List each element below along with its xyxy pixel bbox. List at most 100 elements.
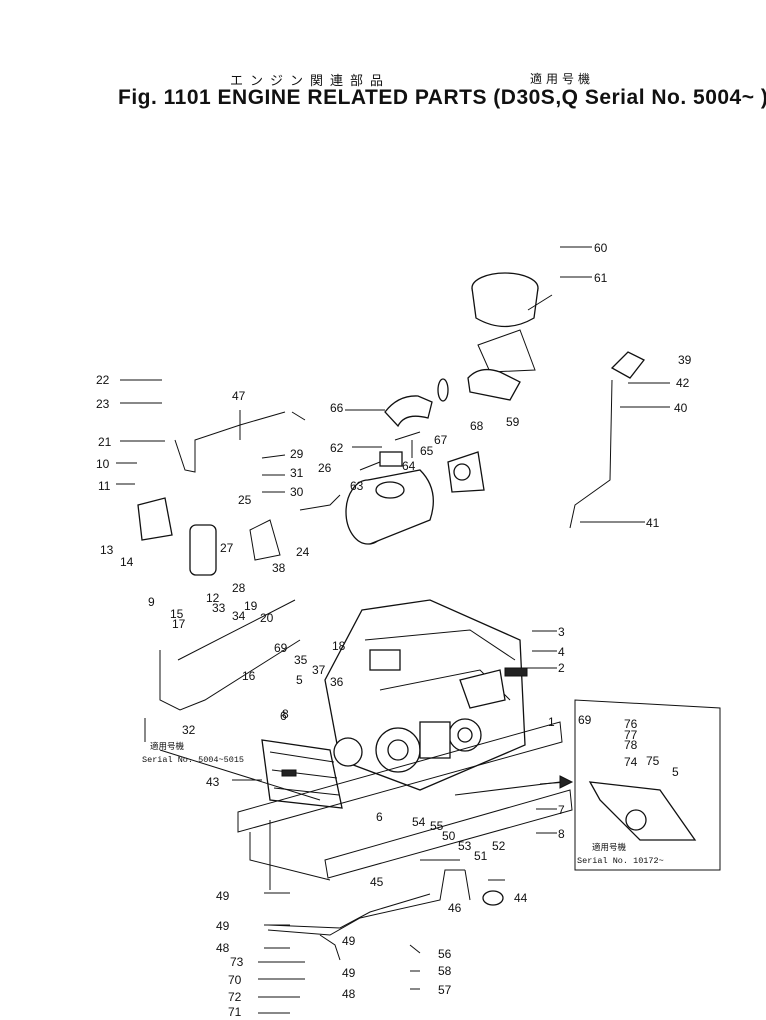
- part-label-27: 27: [220, 541, 234, 555]
- part-label-51: 51: [474, 849, 488, 863]
- part-label-54: 54: [412, 815, 426, 829]
- part-label-41: 41: [646, 516, 660, 530]
- part-label-12: 12: [206, 591, 220, 605]
- note-left-serial: Serial No. 5004~5015: [142, 755, 244, 765]
- part-label-15: 15: [170, 607, 184, 621]
- part-label-39: 39: [678, 353, 692, 367]
- part-label-36: 36: [330, 675, 344, 689]
- part-label-26: 26: [318, 461, 332, 475]
- part-label-34: 34: [232, 609, 246, 623]
- part-label-40: 40: [674, 401, 688, 415]
- part-label-17: 17: [172, 617, 186, 631]
- part-label-62: 62: [330, 441, 344, 455]
- part-label-78: 78: [624, 738, 638, 752]
- part-label-47: 47: [232, 389, 246, 403]
- part-label-21: 21: [98, 435, 112, 449]
- part-label-23: 23: [96, 397, 110, 411]
- part-label-71: 71: [228, 1005, 242, 1019]
- part-label-18: 18: [332, 639, 346, 653]
- part-label-30: 30: [290, 485, 304, 499]
- base-frame: [237, 721, 573, 881]
- leader-lines: [116, 246, 721, 1014]
- part-label-4: 4: [558, 645, 565, 659]
- inset-pointer-line: [454, 781, 561, 796]
- fuel-filter-and-lines: [137, 351, 645, 961]
- part-label-33: 33: [212, 601, 226, 615]
- figure-title: Fig. 1101 ENGINE RELATED PARTS (D30S,Q S…: [118, 86, 766, 109]
- part-label-73: 73: [230, 955, 244, 969]
- part-label-69-1: 69: [578, 713, 592, 727]
- part-label-49-1: 49: [216, 919, 230, 933]
- part-label-59: 59: [506, 415, 520, 429]
- title-japanese: エンジン関連部品: [230, 74, 391, 89]
- note-inset-serial: Serial No. 10172~: [577, 856, 664, 866]
- part-label-22: 22: [96, 373, 110, 387]
- part-label-57: 57: [438, 983, 452, 997]
- part-label-49: 49: [216, 889, 230, 903]
- part-label-48: 48: [216, 941, 230, 955]
- part-label-19: 19: [244, 599, 258, 613]
- part-label-35: 35: [294, 653, 308, 667]
- part-label-8: 8: [558, 827, 565, 841]
- part-label-31: 31: [290, 466, 304, 480]
- part-label-58: 58: [438, 964, 452, 978]
- part-label-24: 24: [296, 545, 310, 559]
- part-label-37: 37: [312, 663, 326, 677]
- part-label-48-1: 48: [342, 987, 356, 1001]
- part-label-14: 14: [120, 555, 134, 569]
- part-label-53: 53: [458, 839, 472, 853]
- part-label-2: 2: [558, 661, 565, 675]
- part-label-28: 28: [232, 581, 246, 595]
- part-label-25: 25: [238, 493, 252, 507]
- title-japanese-serial: 適用号機: [530, 72, 595, 86]
- engine: [324, 599, 528, 791]
- part-label-50: 50: [442, 829, 456, 843]
- part-label-77: 77: [624, 728, 638, 742]
- part-label-16: 16: [242, 669, 256, 683]
- part-label-3: 3: [558, 625, 565, 639]
- part-label-5-1: 5: [672, 765, 679, 779]
- part-label-11: 11: [98, 479, 111, 493]
- part-label-69: 69: [274, 641, 288, 655]
- part-label-13: 13: [100, 543, 114, 557]
- part-label-63: 63: [350, 479, 364, 493]
- part-label-6-1: 6: [376, 810, 383, 824]
- part-label-75: 75: [646, 754, 660, 768]
- part-label-46: 46: [448, 901, 462, 915]
- part-label-43: 43: [206, 775, 220, 789]
- part-label-9: 9: [148, 595, 155, 609]
- note-left-jp: 適用号機: [150, 741, 185, 752]
- part-label-65: 65: [420, 444, 434, 458]
- part-label-42: 42: [676, 376, 690, 390]
- part-label-32: 32: [182, 723, 196, 737]
- part-label-1: 1: [548, 715, 555, 729]
- part-label-10: 10: [96, 457, 110, 471]
- part-label-74: 74: [624, 755, 638, 769]
- part-label-29: 29: [290, 447, 304, 461]
- part-label-60: 60: [594, 241, 608, 255]
- part-label-61: 61: [594, 271, 608, 285]
- part-label-49-2: 49: [342, 934, 356, 948]
- part-label-52: 52: [492, 839, 506, 853]
- part-label-20: 20: [260, 611, 274, 625]
- part-label-55: 55: [430, 819, 444, 833]
- part-label-56: 56: [438, 947, 452, 961]
- part-label-76: 76: [624, 717, 638, 731]
- part-label-7: 7: [558, 803, 565, 817]
- air-cleaner: [384, 272, 539, 493]
- part-label-49-3: 49: [342, 966, 356, 980]
- muffler: [345, 451, 434, 545]
- inset-pointer-arrow: [559, 775, 574, 789]
- part-label-66: 66: [330, 401, 344, 415]
- part-label-70: 70: [228, 973, 242, 987]
- note-inset-jp: 適用号機: [592, 842, 627, 853]
- part-label-67: 67: [434, 433, 448, 447]
- part-label-5: 5: [296, 673, 303, 687]
- part-label-72: 72: [228, 990, 242, 1004]
- radiator: [261, 739, 343, 809]
- part-label-8-1: 8: [282, 707, 289, 721]
- part-label-68: 68: [470, 419, 484, 433]
- part-label-45: 45: [370, 875, 384, 889]
